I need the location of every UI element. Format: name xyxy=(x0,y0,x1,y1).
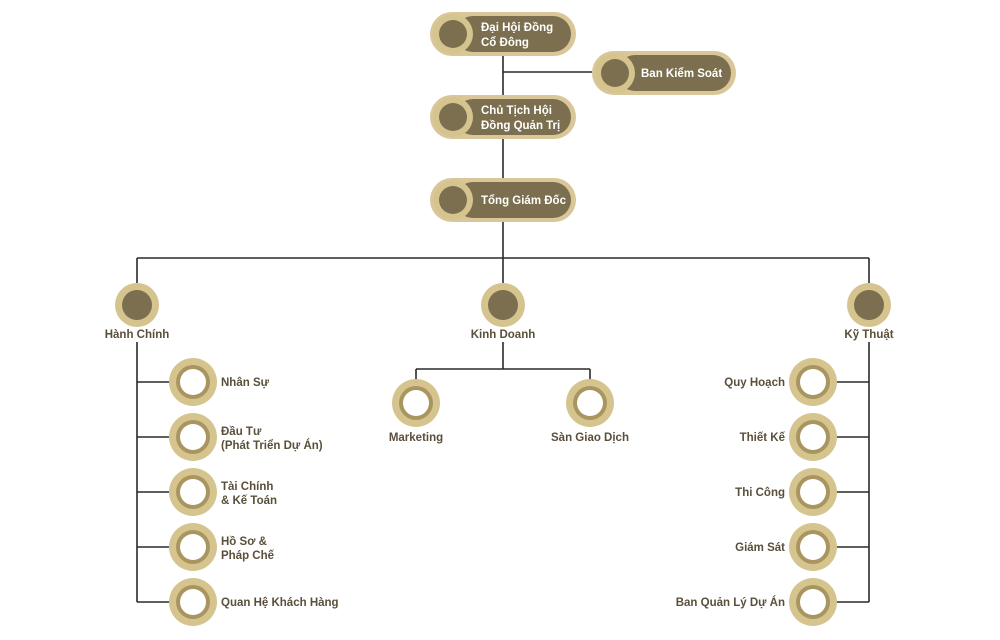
shareholders-label-1: Đại Hội Đồng xyxy=(481,22,553,34)
admin-unit-label: Nhân Sự xyxy=(221,377,270,389)
connector-lines xyxy=(136,55,870,603)
admin-unit: Nhân Sự xyxy=(169,358,270,406)
technical-unit: Thiết Kế xyxy=(740,413,837,461)
admin-unit-label: Hồ Sơ & xyxy=(221,536,267,548)
admin-unit-sublabel: (Phát Triển Dự Án) xyxy=(221,439,323,452)
supervisory-label: Ban Kiểm Soát xyxy=(641,68,722,80)
admin-unit: Quan Hệ Khách Hàng xyxy=(169,578,339,626)
division-admin-label: Hành Chính xyxy=(105,329,170,341)
admin-unit-label: Quan Hệ Khách Hàng xyxy=(221,597,339,609)
division-business: Kinh Doanh xyxy=(471,283,536,341)
admin-unit-label: Đầu Tư xyxy=(221,426,262,438)
division-business-label: Kinh Doanh xyxy=(471,329,536,341)
chairman-label-2: Đồng Quản Trị xyxy=(481,120,560,132)
node-supervisory-board: Ban Kiểm Soát xyxy=(592,51,736,95)
division-admin: Hành Chính xyxy=(105,283,170,341)
admin-unit: Đầu Tư (Phát Triển Dự Án) xyxy=(169,413,323,461)
technical-unit: Giám Sát xyxy=(735,523,837,571)
technical-unit-label: Thi Công xyxy=(735,487,785,499)
admin-unit: Tài Chính & Kế Toán xyxy=(169,468,277,516)
technical-unit-label: Ban Quản Lý Dự Án xyxy=(676,596,785,609)
shareholders-label-2: Cổ Đông xyxy=(481,37,529,49)
division-technical-label: Kỹ Thuật xyxy=(844,329,893,341)
technical-unit: Ban Quản Lý Dự Án xyxy=(676,578,837,626)
admin-unit-sublabel: Pháp Chế xyxy=(221,550,275,562)
node-shareholders-meeting: Đại Hội Đồng Cổ Đông xyxy=(430,12,576,56)
technical-unit: Quy Hoạch xyxy=(724,358,837,406)
business-unit: Marketing xyxy=(389,379,443,444)
technical-unit-label: Thiết Kế xyxy=(740,432,786,444)
business-unit: Sàn Giao Dịch xyxy=(551,379,629,444)
node-general-director: Tổng Giám Đốc xyxy=(430,178,576,222)
business-unit-label: Marketing xyxy=(389,432,443,444)
technical-unit: Thi Công xyxy=(735,468,837,516)
ceo-label: Tổng Giám Đốc xyxy=(481,195,567,207)
technical-unit-label: Giám Sát xyxy=(735,542,785,554)
admin-unit: Hồ Sơ & Pháp Chế xyxy=(169,523,275,571)
technical-unit-label: Quy Hoạch xyxy=(724,377,785,389)
division-technical: Kỹ Thuật xyxy=(844,283,894,341)
admin-unit-label: Tài Chính xyxy=(221,481,273,493)
chairman-label-1: Chủ Tịch Hội xyxy=(481,105,552,117)
admin-unit-sublabel: & Kế Toán xyxy=(221,495,277,507)
node-board-chairman: Chủ Tịch Hội Đồng Quản Trị xyxy=(430,95,576,139)
business-unit-label: Sàn Giao Dịch xyxy=(551,432,629,444)
